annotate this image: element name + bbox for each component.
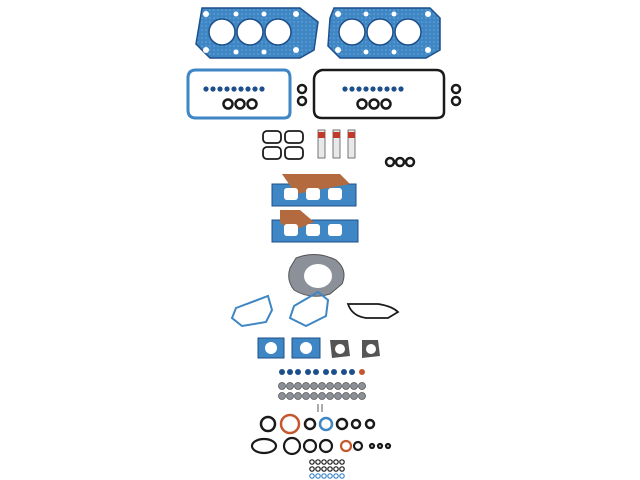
- spark-plug-seals-right: [450, 83, 462, 107]
- o-ring-set: [384, 156, 416, 168]
- head-gasket-right: [327, 7, 441, 59]
- valve-cover-gasket-left: [186, 68, 292, 120]
- seal-row-1: [279, 369, 365, 375]
- flange-gasket-3: [330, 340, 350, 358]
- valve-stem-seals-row-1: [278, 382, 366, 390]
- water-outlet-gasket-center: [288, 290, 330, 328]
- flange-gasket-2: [291, 337, 321, 359]
- head-gasket-left: [195, 7, 319, 59]
- exhaust-manifold-gasket-lower: [271, 210, 359, 243]
- locating-pins: [317, 404, 323, 412]
- exhaust-manifold-gasket-upper: [271, 174, 357, 207]
- valve-stem-seals-row-2: [278, 392, 366, 400]
- sealant-tubes: [317, 129, 356, 159]
- flange-gasket-1: [257, 337, 285, 359]
- seal-row-large-2: [250, 436, 392, 456]
- timing-cover-gasket: [288, 254, 345, 297]
- intake-gaskets: [262, 130, 304, 160]
- seal-row-large-1: [259, 413, 376, 435]
- spark-plug-seals-left: [296, 83, 308, 107]
- flange-gasket-4: [362, 340, 380, 358]
- water-outlet-gasket-right: [346, 303, 400, 319]
- small-o-rings-blue: [309, 473, 345, 479]
- small-o-rings: [309, 459, 345, 472]
- valve-cover-gasket-right: [312, 68, 446, 120]
- water-outlet-gasket-left: [230, 294, 274, 328]
